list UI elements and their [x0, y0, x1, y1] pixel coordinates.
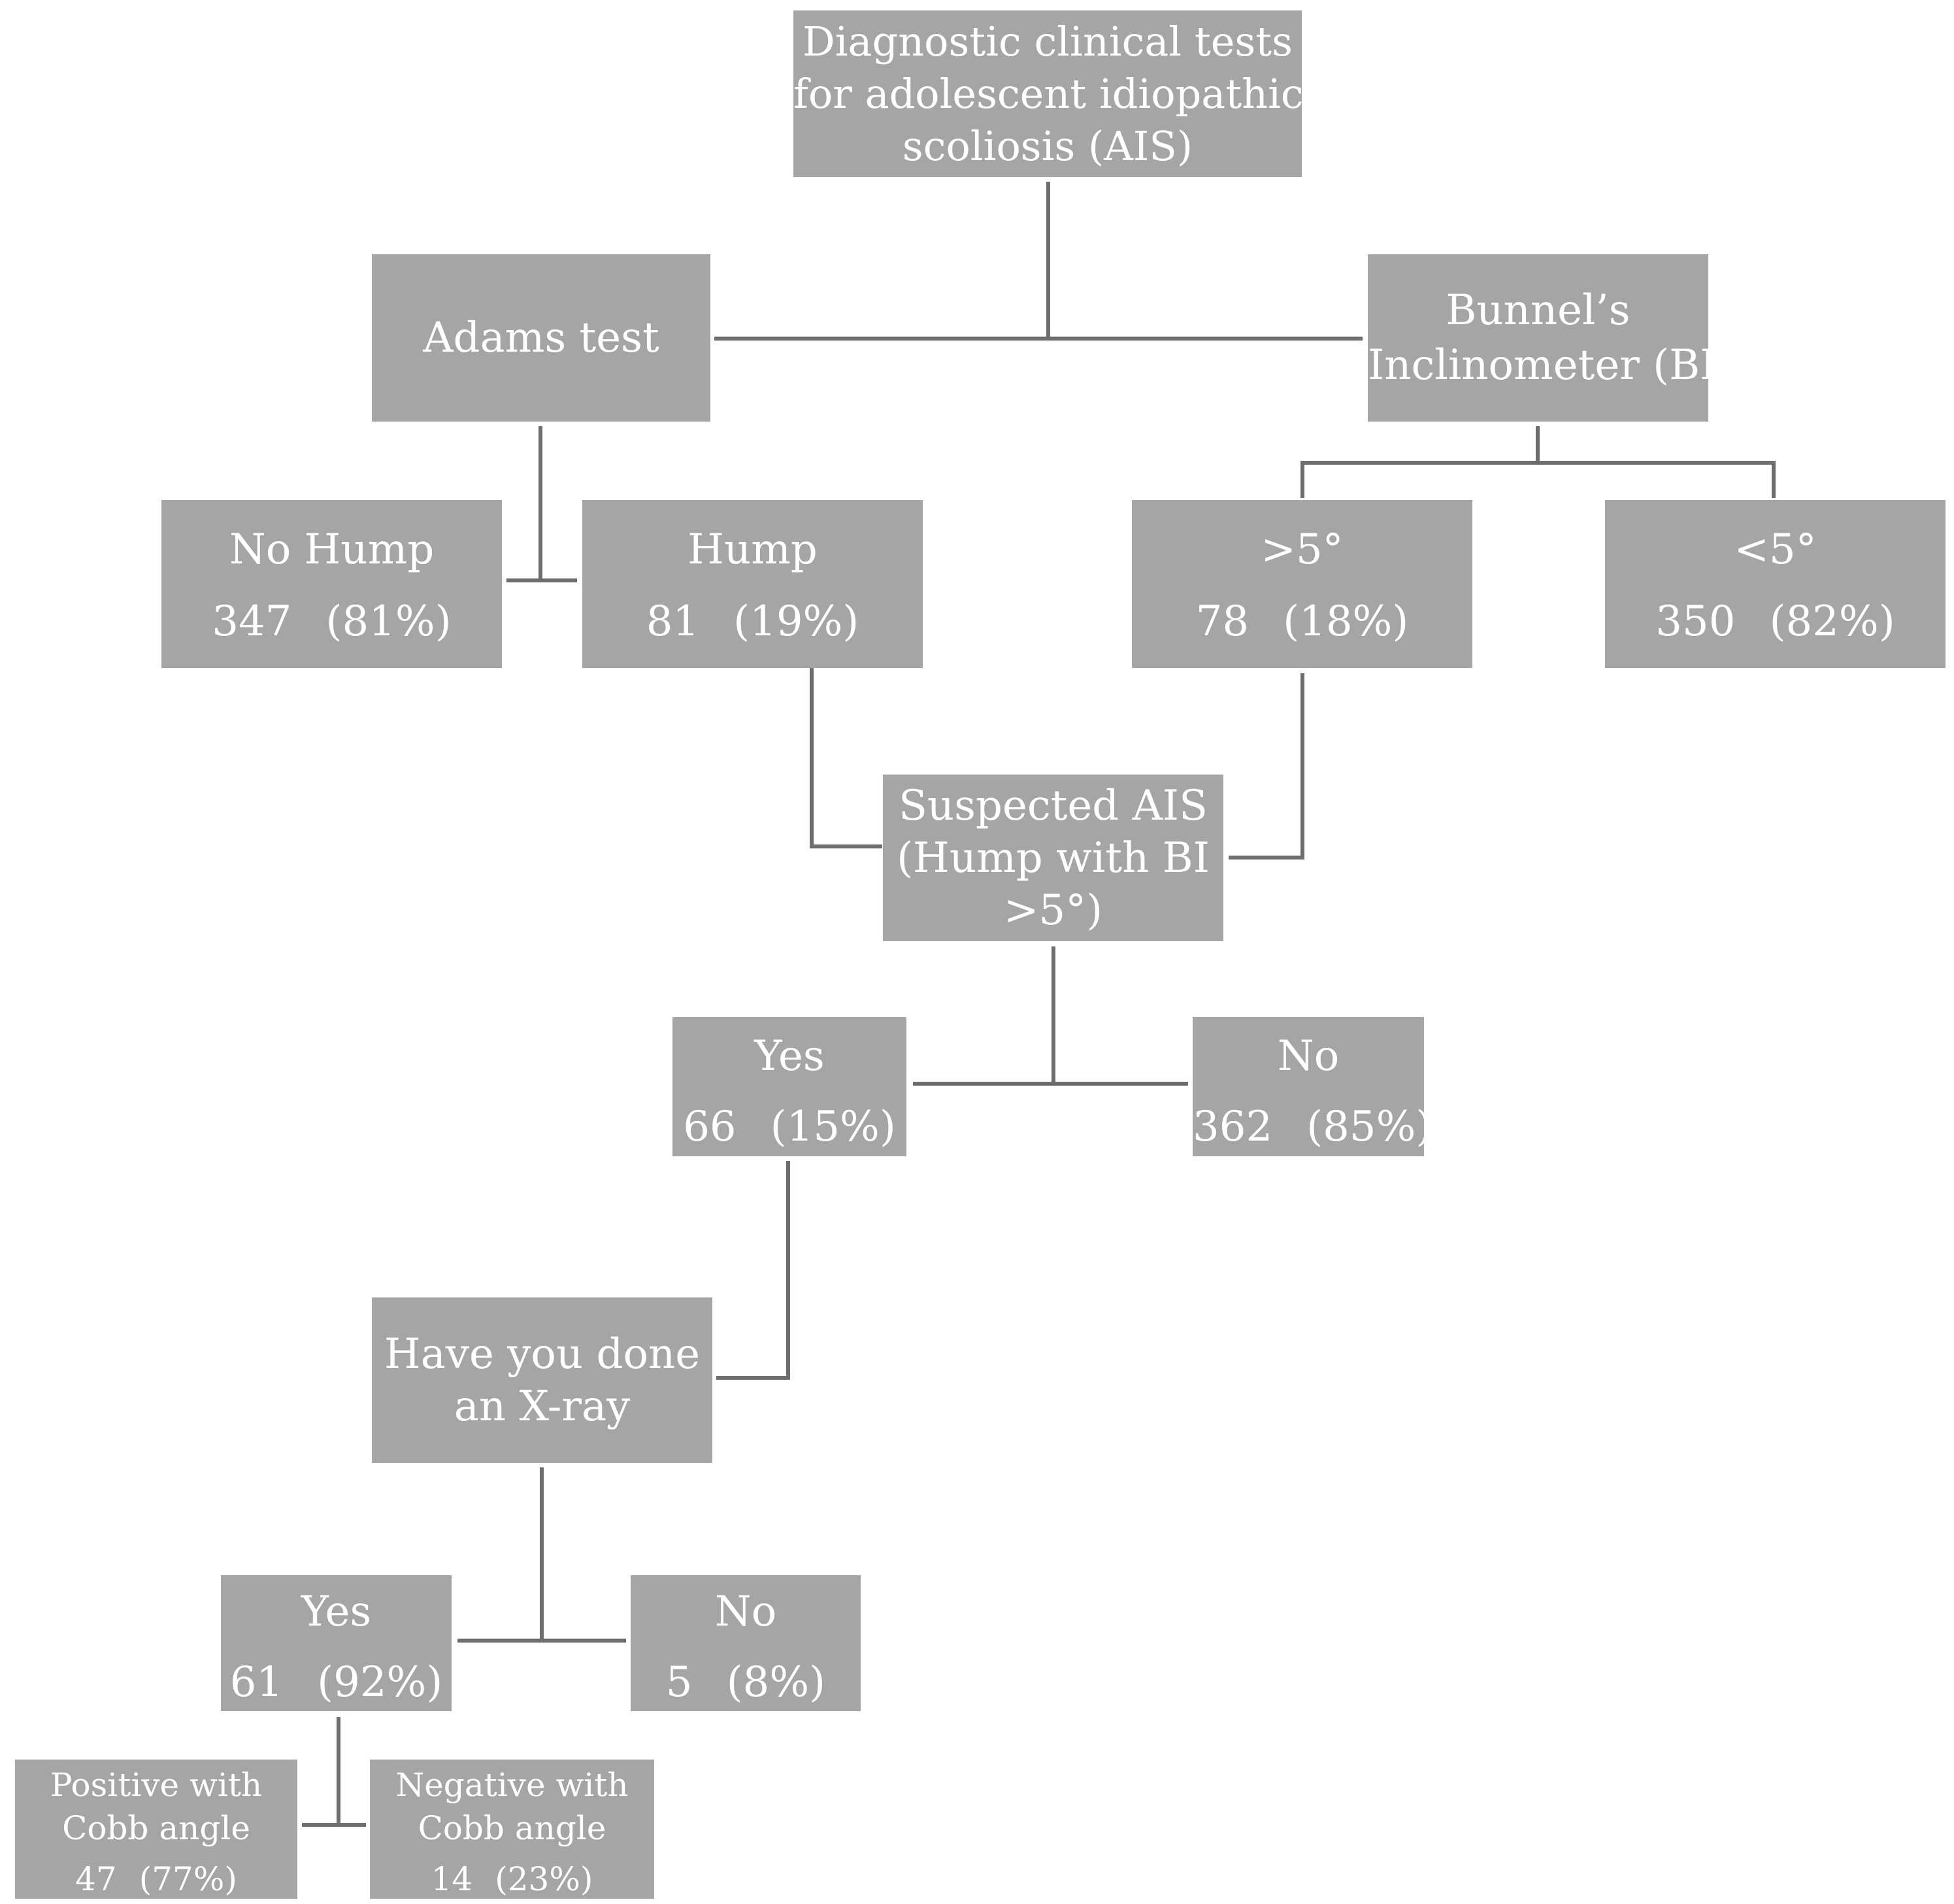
negative-cobb-node: Negative with Cobb angle 14 (23%)	[370, 1760, 654, 1899]
suspected-line-3: >5°)	[1003, 886, 1103, 935]
negative-count: 14	[431, 1860, 473, 1898]
negative-stats: 14 (23%)	[370, 1858, 654, 1901]
adams-test-label: Adams test	[423, 314, 659, 362]
suspected-yes-pct: (15%)	[770, 1103, 896, 1151]
bi-greater-5-node: >5° 78 (18%)	[1132, 500, 1472, 668]
xray-question-node: Have you done an X-ray	[372, 1297, 712, 1463]
hump-node: Hump 81 (19%)	[582, 500, 923, 668]
suspected-ais-node: Suspected AIS (Hump with BI >5°)	[883, 775, 1223, 941]
adams-test-node: Adams test	[372, 254, 710, 422]
xray-yes-stats: 61 (92%)	[221, 1656, 452, 1709]
xray-yes-label: Yes	[301, 1588, 372, 1636]
suspected-line-1: Suspected AIS	[899, 781, 1208, 830]
positive-count: 47	[75, 1860, 117, 1898]
bi-less-5-stats: 350 (82%)	[1605, 595, 1946, 648]
no-hump-node: No Hump 347 (81%)	[161, 500, 502, 668]
bunnel-line-1: Bunnel’s	[1446, 286, 1631, 335]
no-hump-count: 347	[212, 597, 292, 646]
bi-less-5-node: <5° 350 (82%)	[1605, 500, 1946, 668]
suspected-no-label: No	[1277, 1032, 1340, 1080]
negative-pct: (23%)	[495, 1860, 593, 1898]
positive-line-2: Cobb angle	[62, 1809, 250, 1847]
no-hump-pct: (81%)	[325, 597, 452, 646]
root-line-2: for adolescent idiopathic	[793, 69, 1304, 118]
root-line-1: Diagnostic clinical tests	[803, 17, 1293, 65]
suspected-yes-label: Yes	[754, 1032, 825, 1080]
xray-no-node: No 5 (8%)	[631, 1575, 861, 1711]
connector-hump-suspected	[810, 668, 882, 848]
no-hump-label: No Hump	[229, 526, 435, 574]
suspected-line-2: (Hump with BI	[897, 833, 1210, 882]
connector-yes-xray	[716, 1161, 790, 1380]
root-line-3: scoliosis (AIS)	[902, 122, 1193, 170]
positive-cobb-node: Positive with Cobb angle 47 (77%)	[15, 1760, 297, 1899]
xray-no-count: 5	[665, 1658, 693, 1707]
suspected-no-node: No 362 (85%)	[1193, 1017, 1432, 1156]
xray-yes-node: Yes 61 (92%)	[221, 1575, 452, 1711]
bi-less-5-pct: (82%)	[1769, 597, 1895, 646]
bi-greater-5-pct: (18%)	[1283, 597, 1409, 646]
negative-line-2: Cobb angle	[418, 1809, 606, 1847]
hump-stats: 81 (19%)	[582, 595, 923, 648]
positive-line-1: Positive with	[50, 1766, 263, 1804]
suspected-no-stats: 362 (85%)	[1193, 1101, 1432, 1153]
negative-line-1: Negative with	[395, 1766, 629, 1804]
xray-yes-count: 61	[229, 1658, 284, 1707]
no-hump-stats: 347 (81%)	[161, 595, 502, 648]
root-node: Diagnostic clinical tests for adolescent…	[793, 10, 1304, 177]
bi-greater-5-count: 78	[1195, 597, 1250, 646]
suspected-no-pct: (85%)	[1306, 1103, 1432, 1151]
bunnel-line-2: Inclinometer (BI)	[1368, 341, 1733, 390]
hump-count: 81	[646, 597, 700, 646]
xray-line-2: an X-ray	[454, 1382, 631, 1431]
xray-line-1: Have you done	[384, 1329, 701, 1378]
positive-stats: 47 (77%)	[15, 1858, 297, 1901]
connector-gt5-suspected	[1229, 673, 1304, 860]
hump-label: Hump	[687, 526, 818, 574]
suspected-no-count: 362	[1193, 1103, 1273, 1151]
xray-no-label: No	[714, 1588, 777, 1636]
suspected-yes-count: 66	[683, 1103, 737, 1151]
bi-greater-5-stats: 78 (18%)	[1132, 595, 1472, 648]
hump-pct: (19%)	[733, 597, 859, 646]
bi-greater-5-label: >5°	[1261, 526, 1344, 574]
bi-less-5-label: <5°	[1734, 526, 1817, 574]
bi-less-5-count: 350	[1655, 597, 1736, 646]
xray-no-stats: 5 (8%)	[631, 1656, 861, 1709]
bunnel-inclinometer-node: Bunnel’s Inclinometer (BI)	[1368, 254, 1733, 422]
xray-yes-pct: (92%)	[317, 1658, 443, 1707]
suspected-yes-node: Yes 66 (15%)	[672, 1017, 906, 1156]
suspected-yes-stats: 66 (15%)	[672, 1101, 906, 1153]
xray-no-pct: (8%)	[726, 1658, 826, 1707]
positive-pct: (77%)	[139, 1860, 237, 1898]
